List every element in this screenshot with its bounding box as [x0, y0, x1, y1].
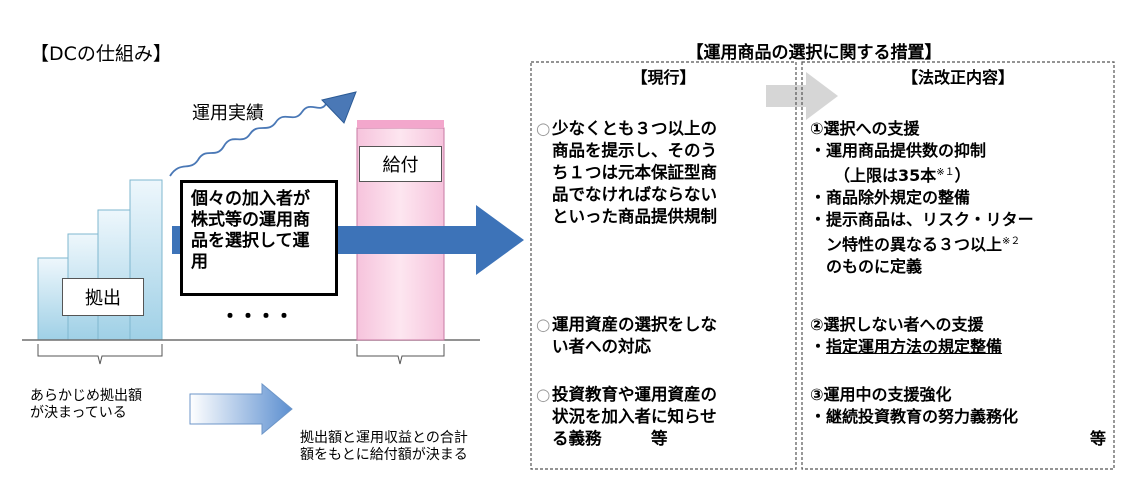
revised-item-1-bullet-2: ・商品除外規定の整備	[810, 188, 971, 207]
payout-column-top	[357, 120, 444, 128]
revised-item-3-title: ③運用中の支援強化	[810, 385, 952, 404]
note-right-line-2: 額をもとに給付額が決まる	[300, 447, 468, 463]
payout-label: 給付	[359, 146, 442, 182]
continuation-dots: ・・・・	[220, 304, 294, 328]
contribution-brace	[37, 344, 163, 365]
contribution-bar-3	[97, 209, 131, 341]
revised-heading: 【法改正内容】	[901, 68, 1014, 87]
current-item-3: ○ 投資教育や運用資産の 状況を加入者に知らせ る義務 等	[536, 384, 794, 450]
current-item-2-line-1: 運用資産の選択をしな	[552, 315, 717, 334]
revised-item-2: ②選択しない者への支援 ・指定運用方法の規定整備	[810, 314, 1110, 358]
payout-brace	[356, 344, 445, 365]
note-benefit-determination: 拠出額と運用収益との合計 額をもとに給付額が決まる	[300, 430, 468, 464]
note-fixed-contribution: あらかじめ拠出額 が決まっている	[30, 388, 142, 422]
current-item-1-line-4: 品でなければならない	[552, 185, 717, 204]
revised-item-3-bullet-1: ・継続投資教育の努力義務化	[810, 407, 1019, 426]
payout-label-text: 給付	[382, 155, 419, 176]
current-heading: 【現行】	[631, 68, 696, 87]
revised-item-1-bullet-3-line-2: ン特性の異なる３つ以上※２	[810, 231, 1110, 256]
big-arrow	[172, 205, 524, 275]
contribution-bar-4	[129, 179, 163, 341]
callout-line-1: 個々の加入者が	[191, 189, 310, 209]
contribution-label-text: 拠出	[85, 288, 121, 309]
current-item-1-line-2: 商品を提示し、そのう	[552, 141, 717, 160]
revised-item-1-title: ①選択への支援	[810, 119, 920, 138]
current-item-3-line-1: 投資教育や運用資産の	[552, 385, 717, 404]
cap-text: （上限は35本	[834, 166, 937, 185]
current-item-2-line-2: い者への対応	[552, 337, 651, 356]
current-item-1-line-5: といった商品提供規制	[552, 207, 717, 226]
returns-squiggle	[169, 103, 327, 177]
small-arrow	[189, 382, 293, 436]
note-left-line-2: が決まっている	[30, 405, 127, 421]
returns-label: 運用実績	[192, 103, 264, 124]
grey-arrow	[766, 72, 838, 120]
revised-item-1: ①選択への支援 ・運用商品提供数の抑制 （上限は35本※１） ・商品除外規定の整…	[810, 118, 1110, 278]
dc-title: 【DCの仕組み】	[30, 43, 172, 65]
revised-item-2-bullet-1: ・指定運用方法の規定整備	[810, 336, 1110, 358]
revised-item-1-bullet-1-sub: （上限は35本※１）	[810, 162, 1110, 187]
callout-line-3: 品を選択して運	[191, 231, 310, 251]
current-item-3-marker: ○	[536, 385, 551, 404]
contribution-bars	[37, 179, 163, 341]
callout-line-4: 用	[191, 252, 208, 272]
current-item-1-line-3: ち１つは元本保証型商	[552, 163, 717, 182]
revised-item-1-bullet-3-line-3: のものに定義	[826, 257, 923, 276]
current-item-1: ○ 少なくとも３つ以上の 商品を提示し、そのう ち１つは元本保証型商 品でなけれ…	[536, 118, 794, 228]
current-item-1-marker: ○	[536, 119, 551, 138]
current-item-3-line-3: る義務 等	[552, 429, 668, 448]
current-panel-border	[530, 61, 797, 470]
current-item-2: ○ 運用資産の選択をしな い者への対応	[536, 314, 794, 358]
revised-item-3: ③運用中の支援強化 ・継続投資教育の努力義務化 等	[810, 384, 1110, 450]
contribution-label: 拠出	[62, 278, 144, 316]
selection-callout: 個々の加入者が 株式等の運用商 品を選択して運 用	[180, 180, 338, 296]
current-item-3-line-2: 状況を加入者に知らせ	[552, 407, 717, 426]
note-right-line-1: 拠出額と運用収益との合計	[300, 430, 468, 446]
measures-title: 【運用商品の選択に関する措置】	[686, 43, 942, 63]
cap-close: ）	[954, 166, 971, 185]
current-item-1-line-1: 少なくとも３つ以上の	[552, 119, 717, 138]
footnote-2-mark: ※２	[1002, 236, 1021, 247]
returns-arrowhead	[321, 91, 357, 124]
revised-item-2-title: ②選択しない者への支援	[810, 315, 984, 334]
note-left-line-1: あらかじめ拠出額	[30, 388, 142, 404]
bullet-prefix: ・	[810, 337, 827, 356]
revised-item-1-bullet-1: ・運用商品提供数の抑制	[810, 141, 987, 160]
revised-item-3-etc: 等	[1089, 429, 1106, 448]
callout-line-2: 株式等の運用商	[191, 210, 310, 230]
revised-item-1-bullet-3-line-1: ・提示商品は、リスク・リター	[810, 210, 1034, 229]
default-option-text: 指定運用方法の規定整備	[826, 337, 1003, 356]
revised-panel-border	[801, 61, 1115, 470]
footnote-1-mark: ※１	[936, 167, 955, 178]
current-item-2-marker: ○	[536, 315, 551, 334]
risk-return-text: ン特性の異なる３つ以上	[826, 235, 1003, 254]
